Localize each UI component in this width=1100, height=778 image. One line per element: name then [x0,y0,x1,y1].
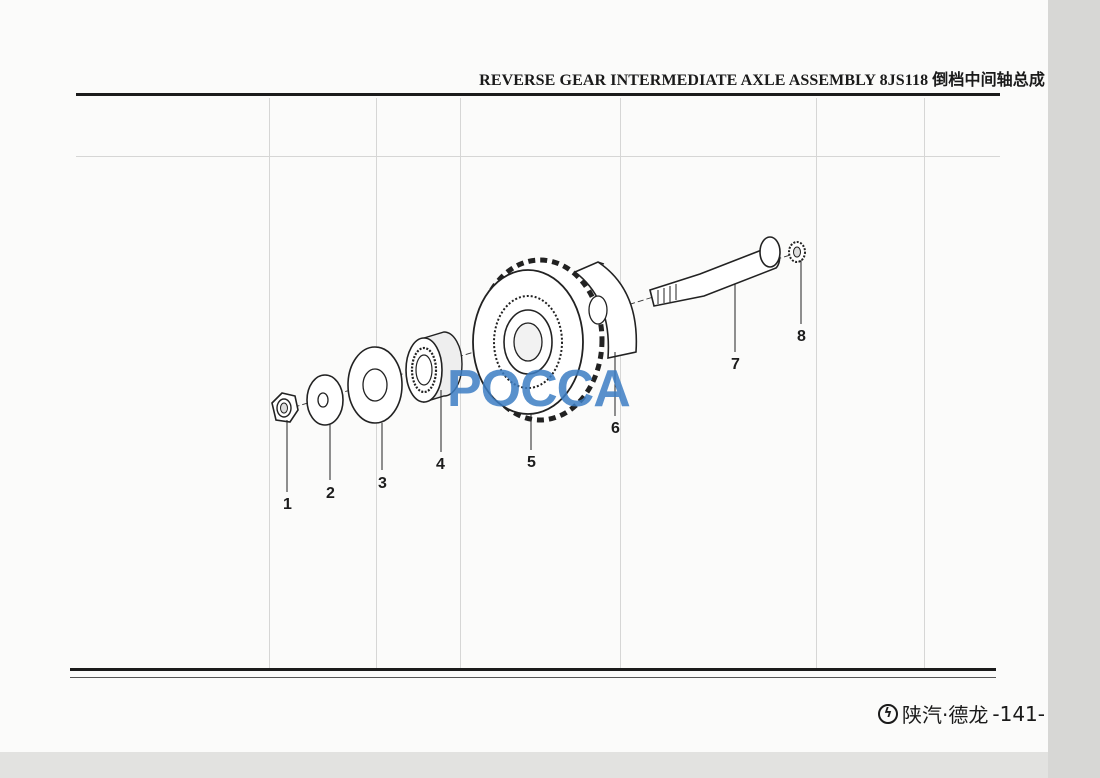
part-washer-icon [306,374,344,426]
callout-3: 3 [378,475,387,492]
callout-5: 5 [527,454,536,471]
part-intermediate-axle-icon [649,236,781,307]
callout-8: 8 [797,328,806,345]
callout-2: 2 [326,485,335,502]
part-stop-plate-icon [573,261,638,360]
footer-rule-thin [70,677,996,678]
footer-brand: 陕汽·德龙 [902,703,989,727]
watermark-text: POCCA [447,360,631,418]
part-set-screw-icon [788,241,806,263]
callout-1: 1 [283,496,292,513]
callout-6: 6 [611,420,620,437]
callout-4: 4 [436,456,445,473]
scan-margin-bottom [0,752,1048,778]
footer-rule [70,668,996,671]
page-title: REVERSE GEAR INTERMEDIATE AXLE ASSEMBLY … [479,72,1045,89]
part-reverse-gear-icon [472,257,605,423]
part-needle-bearing-icon [405,331,463,403]
page-footer: ϟ 陕汽·德龙 -141- [878,699,1045,728]
callout-7: 7 [731,356,740,373]
shacman-logo-icon: ϟ [878,703,899,724]
part-nut-icon [271,392,299,423]
page-number: -141- [992,701,1045,726]
part-thrust-washer-icon [347,346,403,424]
scan-margin-right [1048,0,1100,778]
header-rule [76,93,1000,96]
